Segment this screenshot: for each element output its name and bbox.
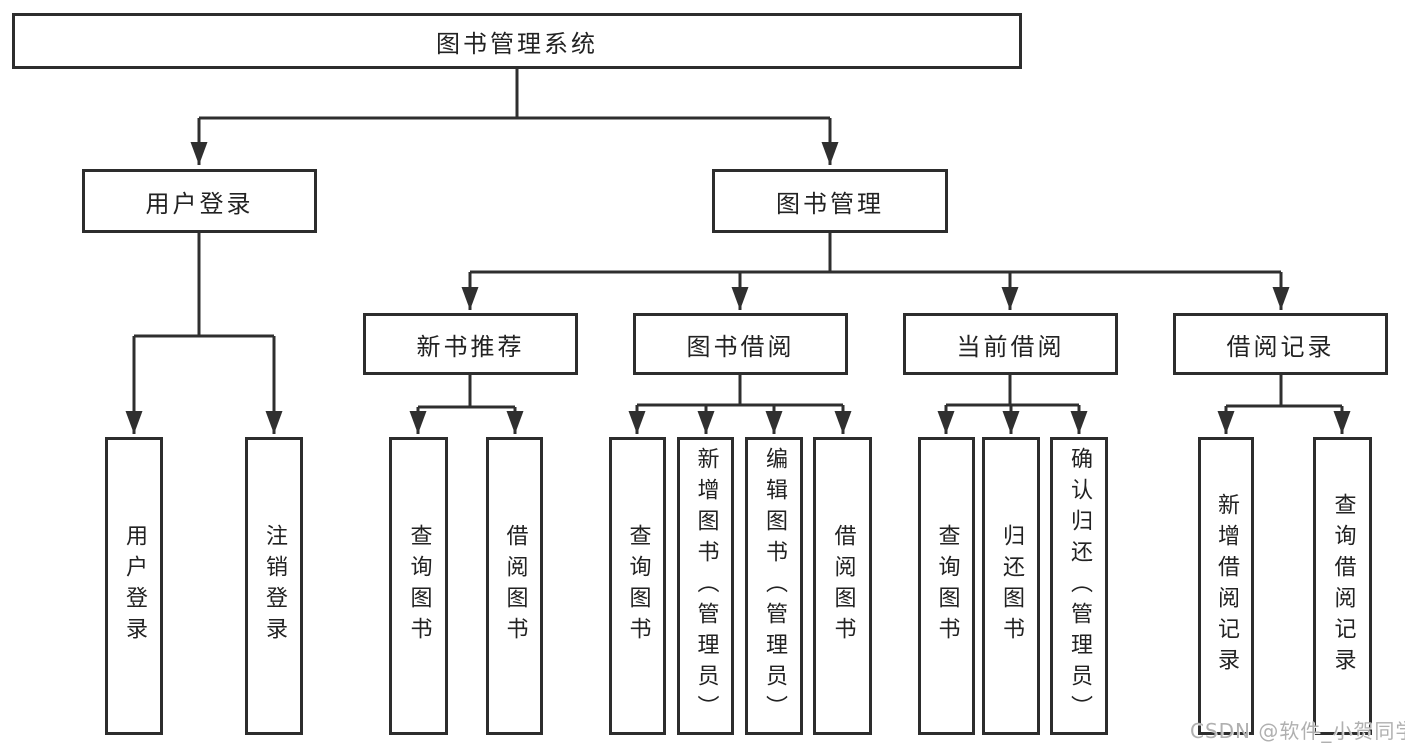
leaf-current-query-book-label: 查询图书 (934, 524, 960, 648)
leaf-recommend-query-book-label: 查询图书 (406, 524, 432, 648)
leaf-user-login: 用户登录 (105, 437, 163, 735)
leaf-return-book: 归还图书 (982, 437, 1040, 735)
node-borrow-records-label: 借阅记录 (1226, 332, 1335, 361)
node-current-borrow-label: 当前借阅 (956, 332, 1065, 361)
node-book-borrow-label: 图书借阅 (686, 332, 795, 361)
leaf-add-borrow-record: 新增借阅记录 (1198, 437, 1254, 735)
node-book-management: 图书管理 (712, 169, 948, 233)
node-new-book-recommend: 新书推荐 (363, 313, 578, 375)
leaf-query-borrow-record: 查询借阅记录 (1313, 437, 1372, 735)
leaf-confirm-return-admin: 确认归还（管理员） (1050, 437, 1108, 735)
leaf-edit-book-admin-label: 编辑图书（管理员） (762, 446, 787, 726)
leaf-recommend-query-book: 查询图书 (389, 437, 448, 735)
leaf-recommend-borrow-book-label: 借阅图书 (502, 524, 528, 648)
csdn-watermark: CSDN @软件_小贺同学 (1190, 719, 1405, 743)
node-root: 图书管理系统 (12, 13, 1022, 69)
node-root-label: 图书管理系统 (436, 29, 598, 58)
leaf-current-query-book: 查询图书 (918, 437, 975, 735)
leaf-logout: 注销登录 (245, 437, 303, 735)
leaf-return-book-label: 归还图书 (999, 524, 1024, 648)
leaf-borrow-book-label: 借阅图书 (830, 524, 856, 648)
leaf-recommend-borrow-book: 借阅图书 (486, 437, 543, 735)
node-book-management-label: 图书管理 (776, 189, 884, 218)
node-current-borrow: 当前借阅 (903, 313, 1118, 375)
leaf-logout-label: 注销登录 (262, 524, 287, 648)
leaf-user-login-label: 用户登录 (122, 524, 147, 648)
leaf-borrow-book: 借阅图书 (813, 437, 872, 735)
node-user-login: 用户登录 (82, 169, 317, 233)
node-borrow-records: 借阅记录 (1173, 313, 1388, 375)
leaf-add-borrow-record-label: 新增借阅记录 (1214, 493, 1239, 679)
leaf-confirm-return-admin-label: 确认归还（管理员） (1067, 446, 1092, 726)
leaf-add-book-admin-label: 新增图书（管理员） (693, 446, 719, 726)
node-new-book-recommend-label: 新书推荐 (416, 332, 525, 361)
leaf-add-book-admin: 新增图书（管理员） (677, 437, 734, 735)
leaf-borrow-query-book-label: 查询图书 (625, 524, 651, 648)
leaf-borrow-query-book: 查询图书 (609, 437, 666, 735)
node-book-borrow: 图书借阅 (633, 313, 848, 375)
node-user-login-label: 用户登录 (145, 189, 254, 218)
connector-group (125, 69, 1351, 434)
leaf-edit-book-admin: 编辑图书（管理员） (745, 437, 803, 735)
leaf-query-borrow-record-label: 查询借阅记录 (1330, 493, 1356, 679)
